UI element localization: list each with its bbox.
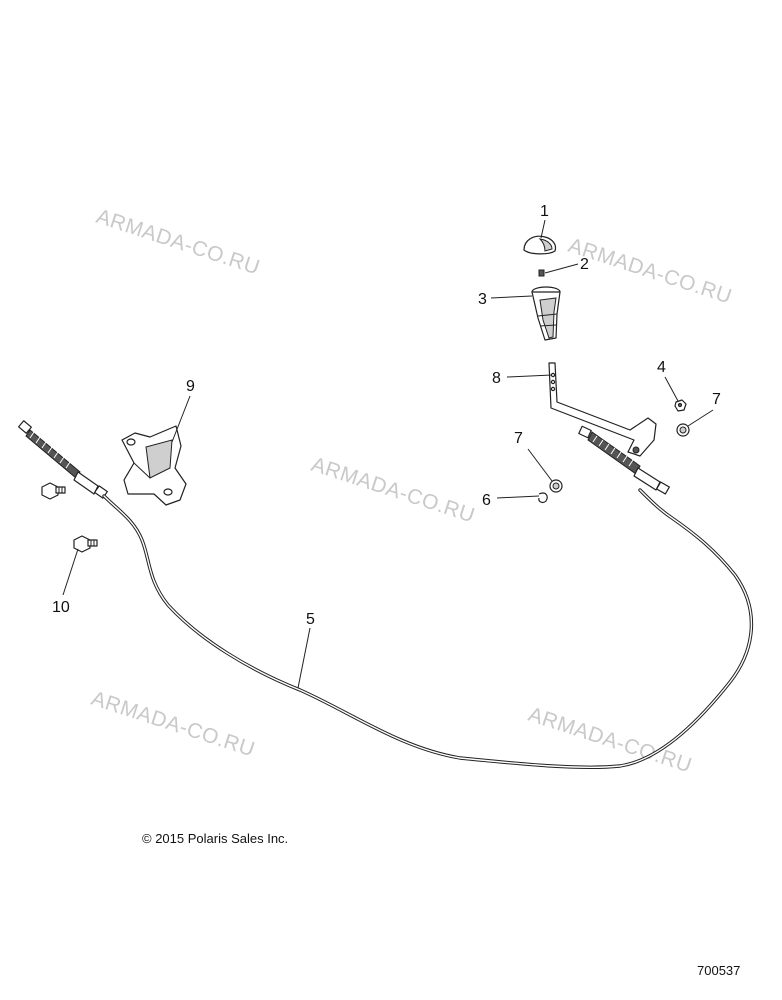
callout-5: 5 xyxy=(306,611,315,628)
callout-8: 8 xyxy=(492,370,501,387)
leader-lines xyxy=(62,219,714,689)
part-4-nut xyxy=(674,399,687,412)
copyright-notice: © 2015 Polaris Sales Inc. xyxy=(142,831,288,846)
leader-6 xyxy=(496,495,540,499)
callout-6: 6 xyxy=(482,492,491,509)
part-2-screw xyxy=(538,269,545,277)
callout-9: 9 xyxy=(186,378,195,395)
leader-7-middle xyxy=(527,448,553,482)
part-3-shift-knob xyxy=(531,286,561,341)
part-10-bolt-upper xyxy=(41,482,66,500)
callout-3: 3 xyxy=(478,291,487,308)
part-5-shift-cable xyxy=(17,420,754,769)
watermark-2: ARMADA-CO.RU xyxy=(565,234,734,309)
leader-10 xyxy=(62,548,79,596)
watermark-3: ARMADA-CO.RU xyxy=(308,453,477,528)
part-1-knob-cap xyxy=(523,235,557,255)
part-7-bushing-middle xyxy=(549,479,563,493)
callout-2: 2 xyxy=(580,256,589,273)
callouts: 1 2 3 8 4 7 7 6 9 10 5 xyxy=(52,203,721,628)
leader-8 xyxy=(506,374,553,378)
part-7-bushing-right xyxy=(676,423,690,437)
leader-1 xyxy=(540,219,546,239)
callout-1: 1 xyxy=(540,203,549,220)
watermarks: ARMADA-CO.RU ARMADA-CO.RU ARMADA-CO.RU A… xyxy=(88,205,734,778)
leader-5 xyxy=(297,627,311,689)
part-6-clip xyxy=(538,492,548,504)
watermark-4: ARMADA-CO.RU xyxy=(88,687,257,762)
callout-10: 10 xyxy=(52,599,70,616)
leader-4 xyxy=(664,376,679,402)
part-10-bolt-lower xyxy=(73,535,98,553)
callout-7-middle: 7 xyxy=(514,430,523,447)
leader-9 xyxy=(171,395,191,443)
part-9-bracket xyxy=(121,425,187,506)
callout-7-right: 7 xyxy=(712,391,721,408)
leader-7-right xyxy=(687,409,714,427)
leader-3 xyxy=(490,295,533,299)
cable-right-end xyxy=(578,425,670,495)
callout-4: 4 xyxy=(657,359,666,376)
watermark-1: ARMADA-CO.RU xyxy=(93,205,262,280)
leader-2 xyxy=(544,263,579,274)
diagram-id: 700537 xyxy=(697,963,740,978)
